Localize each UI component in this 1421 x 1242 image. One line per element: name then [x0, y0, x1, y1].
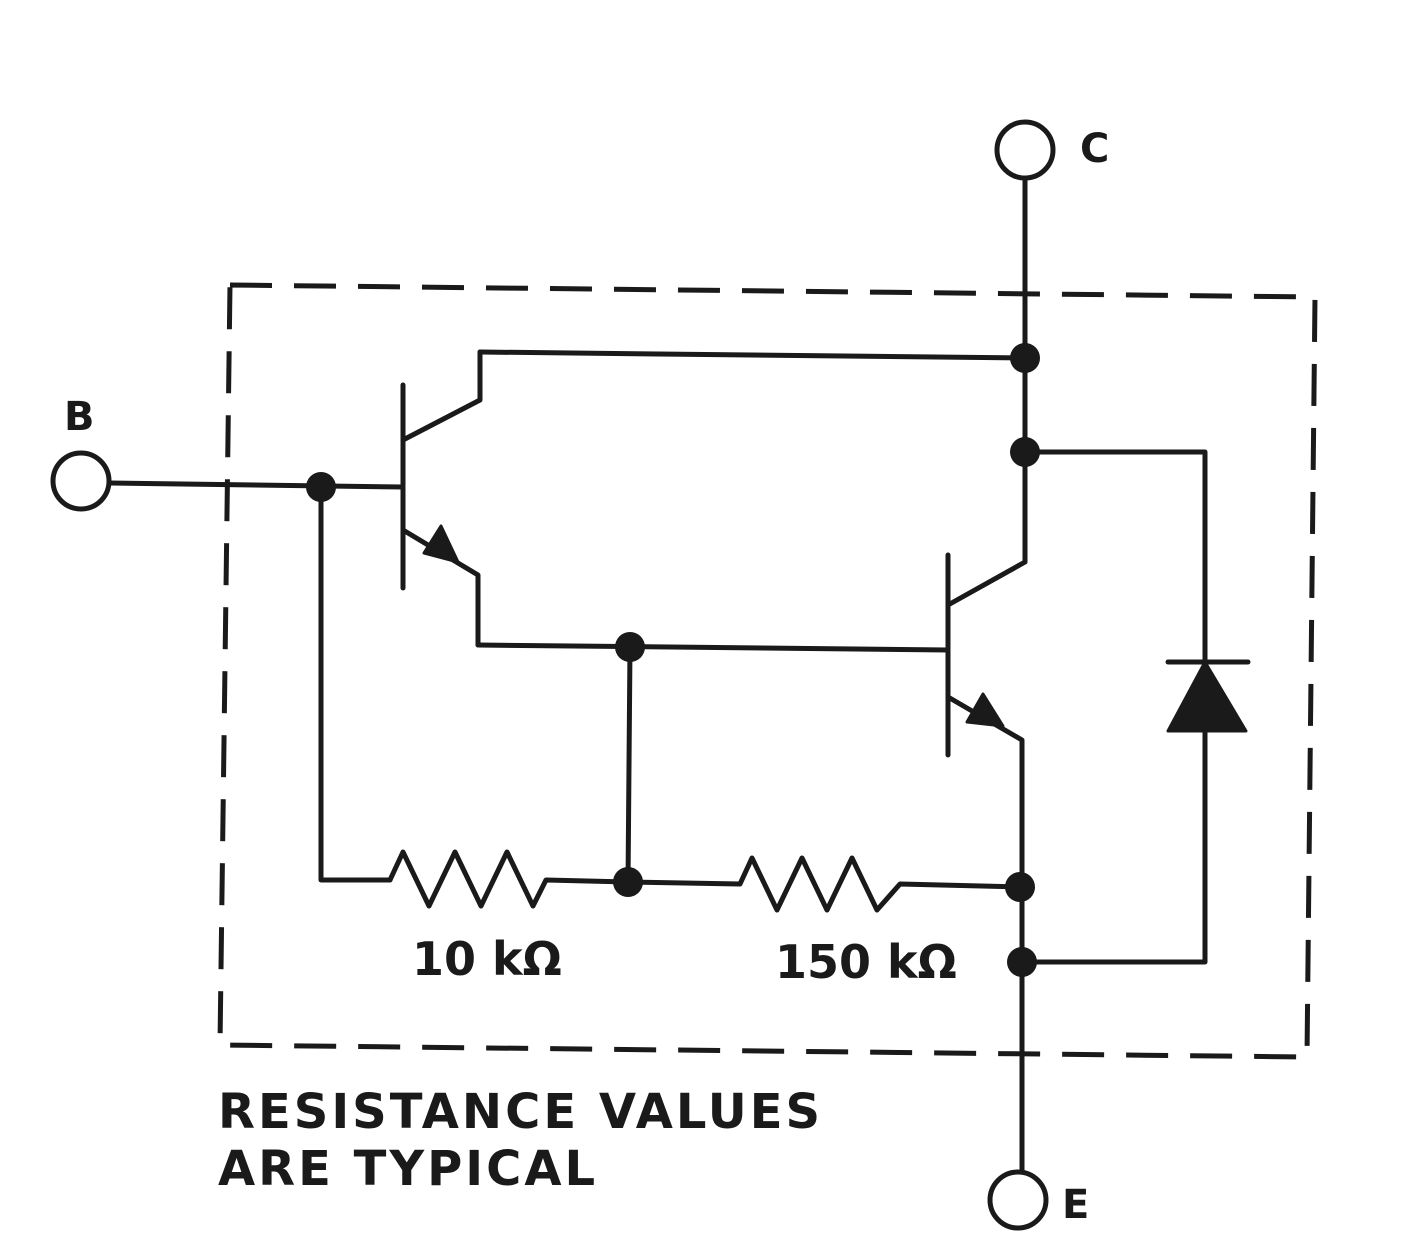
note-line-1: RESISTANCE VALUES: [218, 1084, 823, 1140]
emitter-terminal: [987, 1169, 1049, 1231]
base-terminal: [50, 450, 112, 512]
base-label: B: [64, 394, 95, 440]
resistor-150k-icon: [625, 855, 1025, 913]
q2-transistor: [945, 552, 1025, 1178]
q1-emitter-wires: [475, 642, 951, 887]
base-wires: [107, 480, 406, 883]
resistor-10k-label: 10 kΩ: [412, 932, 562, 986]
junction-dots: [306, 343, 1040, 977]
q1-emitter-arrow-icon: [422, 524, 460, 564]
collector-terminal: [994, 119, 1056, 181]
resistor-10k-icon: [387, 849, 631, 909]
diode: [1019, 659, 1251, 965]
resistor-150k-label: 150 kΩ: [775, 935, 957, 989]
note-line-2: ARE TYPICAL: [218, 1141, 598, 1197]
q1-transistor: [400, 382, 481, 648]
emitter-label: E: [1062, 1182, 1089, 1228]
resistor-network: [387, 849, 1025, 913]
collector-label: C: [1080, 126, 1109, 172]
package-outline: [217, 282, 1318, 1060]
q2-emitter-arrow-icon: [965, 692, 1005, 728]
diode-icon: [1166, 660, 1248, 733]
